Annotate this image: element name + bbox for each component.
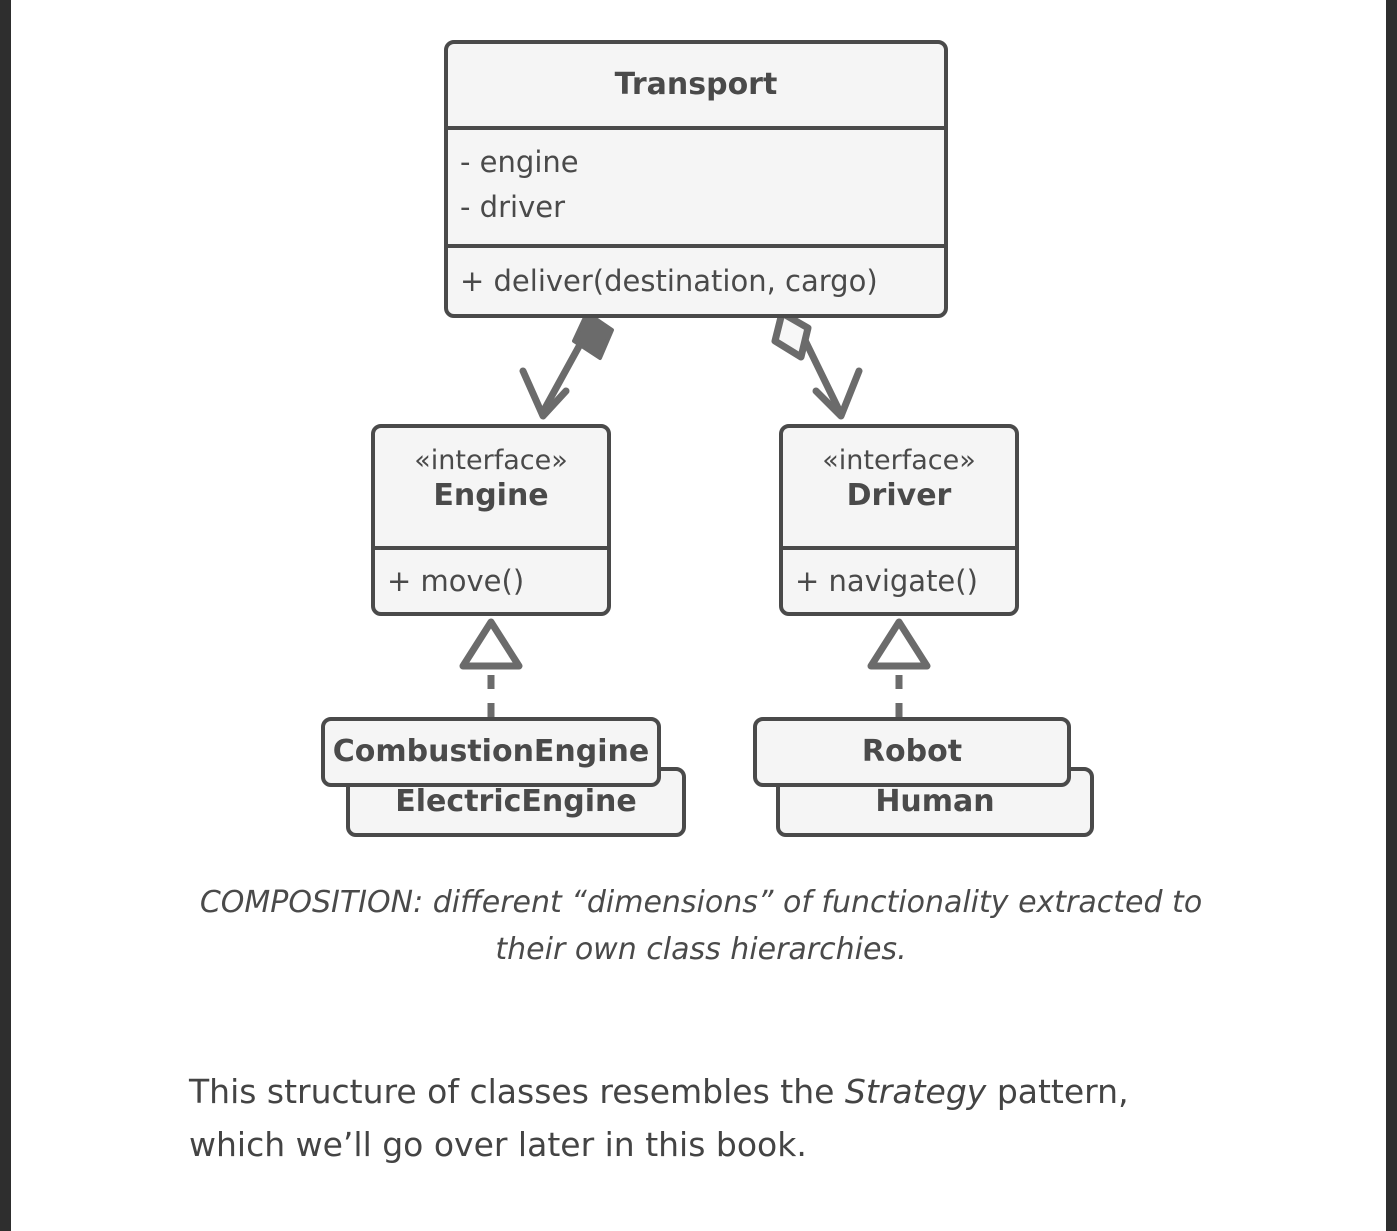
uml-class-diagram: Transport - engine - driver + deliver(de… [11,0,1386,860]
relationship-aggregation-transport-driver [771,309,863,420]
uml-class-electricengine-title-section: ElectricEngine [350,771,682,833]
uml-interface-driver[interactable]: «interface» Driver + navigate() [779,424,1019,616]
uml-class-combustionengine[interactable]: CombustionEngine [321,717,661,787]
body-paragraph-part1: This structure of classes resembles the [189,1072,845,1111]
uml-class-human-title-section: Human [780,771,1090,833]
body-paragraph-emphasis: Strategy [844,1072,987,1111]
uml-class-combustionengine-title-section: CombustionEngine [325,721,657,783]
uml-class-electricengine-name: ElectricEngine [395,784,637,819]
uml-interface-driver-name: Driver [846,477,952,513]
uml-operation-deliver: + deliver(destination, cargo) [460,263,878,298]
uml-interface-engine-name: Engine [433,477,549,513]
uml-interface-engine-operations: + move() [375,546,607,612]
relationship-realization-combustionengine-engine [459,618,523,717]
uml-attribute-driver: - driver [460,189,565,224]
uml-operation-navigate: + navigate() [795,563,978,598]
page-content: Transport - engine - driver + deliver(de… [11,0,1386,1231]
body-paragraph: This structure of classes resembles the … [189,1065,1229,1172]
uml-class-combustionengine-name: CombustionEngine [332,734,650,769]
uml-interface-engine-header: «interface» Engine [375,428,607,546]
relationship-realization-robot-driver [867,618,931,717]
uml-class-robot-name: Robot [861,734,963,769]
relationship-composition-transport-engine [519,311,614,420]
uml-class-transport-name: Transport [614,67,778,102]
uml-class-robot[interactable]: Robot [753,717,1071,787]
uml-operation-move: + move() [387,563,525,598]
diagram-connectors [459,309,931,717]
uml-class-robot-title-section: Robot [757,721,1067,783]
uml-interface-engine-stereotype: «interface» [414,445,568,476]
uml-interface-driver-stereotype: «interface» [822,445,976,476]
uml-class-transport-operations: + deliver(destination, cargo) [448,244,944,314]
uml-class-transport[interactable]: Transport - engine - driver + deliver(de… [444,40,948,318]
page-gutter-right [1386,0,1397,1231]
uml-class-transport-title-section: Transport [448,44,944,126]
page-gutter-left [0,0,11,1231]
uml-class-transport-attributes: - engine - driver [448,126,944,244]
uml-attribute-engine: - engine [460,145,579,179]
uml-interface-driver-header: «interface» Driver [783,428,1015,546]
body-paragraph-part2: pattern, which we’ll go over later in th… [189,1072,1129,1165]
uml-class-human-name: Human [875,784,995,819]
uml-interface-driver-operations: + navigate() [783,546,1015,612]
uml-interface-engine[interactable]: «interface» Engine + move() [371,424,611,616]
diagram-caption: COMPOSITION: different “dimensions” of f… [199,885,1203,967]
